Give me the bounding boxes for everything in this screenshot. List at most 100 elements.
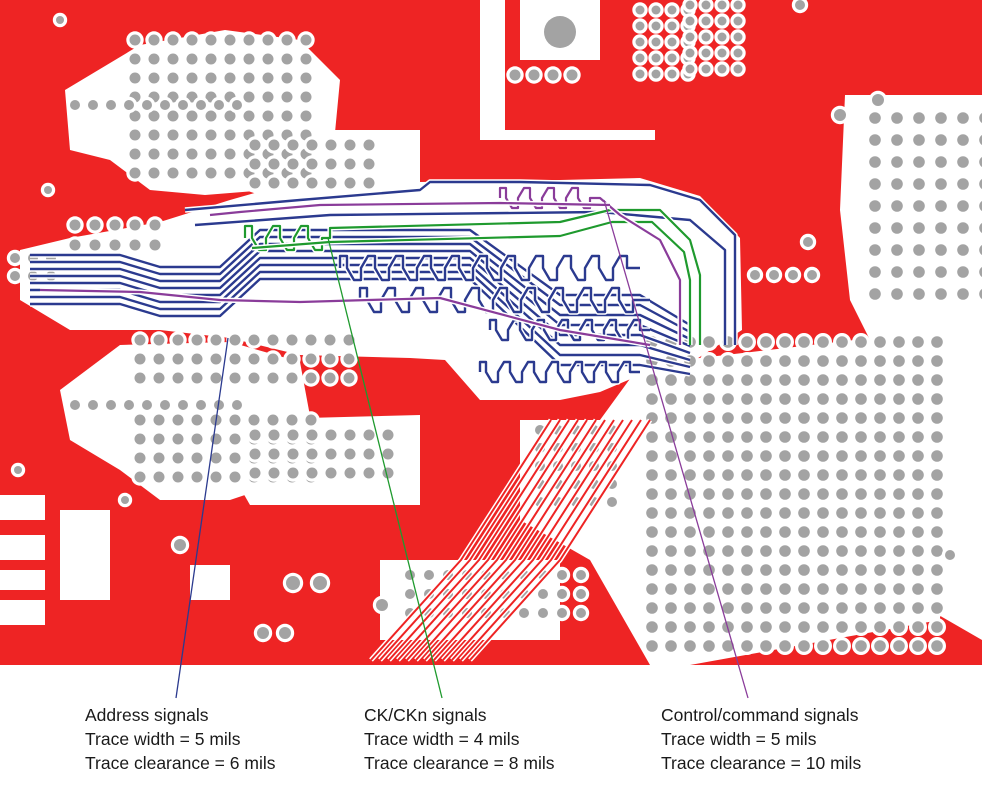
- via-pad: [817, 450, 829, 462]
- via-pad: [893, 583, 905, 595]
- via-pad: [651, 37, 661, 47]
- via-pad: [979, 245, 982, 255]
- via-pad: [129, 239, 141, 251]
- via-pad: [913, 178, 925, 190]
- via-pad: [817, 526, 829, 538]
- control-signals-callout: Control/command signals Trace width = 5 …: [661, 703, 861, 775]
- via-pad: [869, 222, 881, 234]
- via-pad: [935, 112, 947, 124]
- via-pad: [855, 412, 867, 424]
- via-pad: [798, 545, 810, 557]
- address-trace: [338, 254, 640, 282]
- via-pad: [229, 471, 241, 483]
- via-pad: [874, 431, 886, 443]
- via-pad: [741, 602, 753, 614]
- via-pad: [286, 353, 298, 365]
- via-pad: [344, 448, 356, 460]
- via-pad: [149, 219, 161, 231]
- via-pad: [957, 112, 969, 124]
- via-pad: [760, 374, 772, 386]
- via-pad: [779, 526, 791, 538]
- via-pad: [149, 239, 161, 251]
- via-pad: [129, 167, 141, 179]
- via-pad: [257, 627, 269, 639]
- via-pad: [646, 507, 658, 519]
- via-pad: [957, 288, 969, 300]
- via-pad: [306, 139, 318, 151]
- via-pad: [836, 564, 848, 576]
- via-pad: [205, 129, 217, 141]
- via-pad: [363, 448, 375, 460]
- via-pad: [186, 148, 198, 160]
- via-pad: [178, 400, 188, 410]
- via-pad: [325, 177, 337, 189]
- via-pad: [684, 583, 696, 595]
- via-pad: [957, 156, 969, 168]
- via-pad: [893, 564, 905, 576]
- via-pad: [249, 467, 261, 479]
- via-pad: [186, 167, 198, 179]
- via-pad: [798, 602, 810, 614]
- via-pad: [167, 148, 179, 160]
- via-pad: [186, 34, 198, 46]
- via-pad: [931, 602, 943, 614]
- via-pad: [760, 469, 772, 481]
- via-pad: [957, 266, 969, 278]
- via-pad: [576, 570, 586, 580]
- via-pad: [186, 53, 198, 65]
- via-pad: [363, 177, 375, 189]
- via-pad: [544, 16, 576, 48]
- via-pad: [262, 91, 274, 103]
- via-pad: [760, 583, 772, 595]
- via-pad: [684, 545, 696, 557]
- via-pad: [893, 469, 905, 481]
- control-trace: [498, 186, 682, 345]
- via-pad: [979, 135, 982, 145]
- via-pad: [874, 412, 886, 424]
- via-pad: [913, 244, 925, 256]
- address-trace: [30, 256, 691, 355]
- via-pad: [519, 608, 529, 618]
- via-pad-ring: [976, 153, 982, 171]
- via-pad: [172, 372, 184, 384]
- via-pad: [733, 32, 743, 42]
- via-pad: [10, 253, 20, 263]
- via-pad: [717, 64, 727, 74]
- via-pad: [931, 526, 943, 538]
- via-pad: [935, 134, 947, 146]
- via-pad: [912, 526, 924, 538]
- via-pad: [869, 244, 881, 256]
- via-pad: [249, 448, 261, 460]
- via-pad: [912, 450, 924, 462]
- via-pad: [931, 412, 943, 424]
- via-pad: [249, 177, 261, 189]
- via-pad: [667, 53, 677, 63]
- via-pad: [684, 374, 696, 386]
- address-callout-width: Trace width = 5 mils: [85, 729, 241, 749]
- via-pad: [893, 336, 905, 348]
- via-pad: [172, 471, 184, 483]
- via-pad: [214, 100, 224, 110]
- via-pad: [834, 109, 846, 121]
- via-pad: [281, 34, 293, 46]
- via-pad: [382, 448, 394, 460]
- via-pad: [741, 412, 753, 424]
- via-pad: [717, 0, 727, 10]
- via-pad: [703, 374, 715, 386]
- via-pad: [836, 488, 848, 500]
- via-pad: [913, 266, 925, 278]
- clearance-region: [480, 0, 655, 140]
- via-pad: [874, 374, 886, 386]
- via-pad: [979, 179, 982, 189]
- via-pad: [855, 431, 867, 443]
- via-pad: [344, 467, 356, 479]
- via-pad: [172, 353, 184, 365]
- via-pad: [957, 222, 969, 234]
- via-pad: [912, 393, 924, 405]
- via-pad: [912, 640, 924, 652]
- via-pad: [891, 244, 903, 256]
- via-pad: [287, 158, 299, 170]
- via-pad: [286, 334, 298, 346]
- via-pad: [635, 37, 645, 47]
- via-pad: [722, 545, 734, 557]
